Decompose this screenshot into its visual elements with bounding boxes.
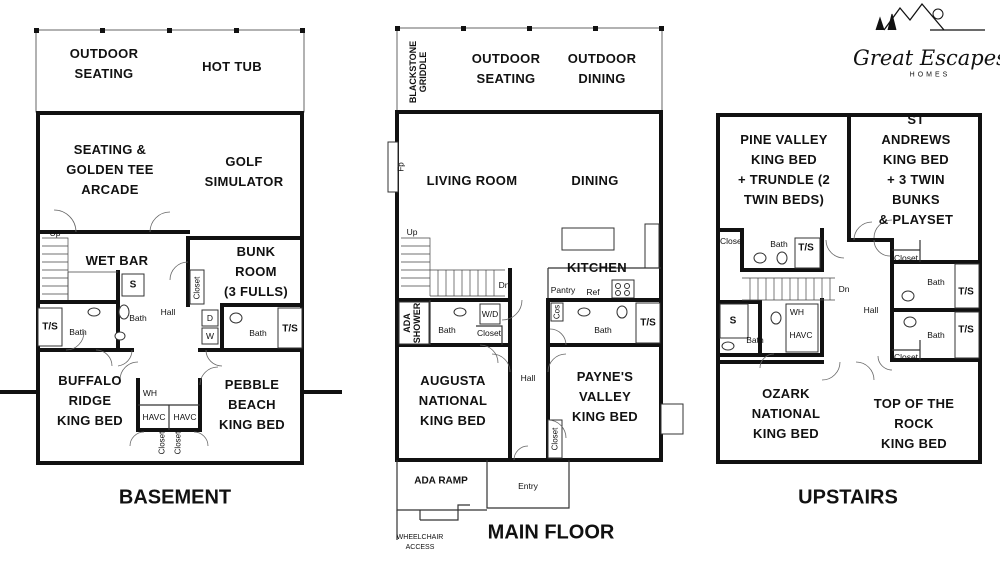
- upstairs-hall-label: Hall: [863, 305, 879, 315]
- basement-title: BASEMENT: [118, 486, 232, 509]
- main-deck: [396, 27, 663, 113]
- upstairs-ts-right-top-label: T/S: [958, 286, 974, 298]
- main-living-room-label: LIVING ROOM: [426, 173, 518, 188]
- main-bath-right-label: Bath: [594, 325, 612, 335]
- upstairs-title: UPSTAIRS: [798, 486, 898, 509]
- upstairs-bath-top-center-label: Bath: [770, 239, 788, 249]
- upstairs-closet-top-right-label: Closet: [893, 253, 919, 263]
- basement-hall-label: Hall: [160, 307, 176, 317]
- main-cos-label: Cos: [552, 304, 562, 320]
- main-up-label: Up: [406, 227, 418, 237]
- basement-havc-left-label: HAVC: [142, 412, 166, 422]
- basement-wh-label: WH: [142, 388, 158, 398]
- main-blackstone-label: BLACKSTONE GRIDDLE: [408, 40, 428, 104]
- basement-deck: [35, 29, 305, 113]
- upstairs-dn-label: Dn: [838, 284, 850, 294]
- basement-ts-left-label: T/S: [42, 321, 58, 333]
- basement-bath-right-label: Bath: [249, 328, 267, 338]
- upstairs-bath-left-label: Bath: [746, 335, 764, 345]
- basement-d-label: D: [206, 313, 214, 323]
- basement-golf-simulator-label: GOLF SIMULATOR: [204, 154, 284, 189]
- basement-buffalo-ridge-label: BUFFALO RIDGE KING BED: [57, 373, 123, 428]
- basement-bunk-room-label: BUNK ROOM (3 FULLS): [223, 244, 289, 299]
- basement-up-label: Up: [49, 228, 61, 238]
- upstairs-closet-top-left-label: Closet: [719, 236, 745, 246]
- basement-ts-right-label: T/S: [282, 323, 298, 335]
- upstairs-ts-top-center-label: T/S: [798, 242, 814, 254]
- basement-bath-left-label: Bath: [69, 327, 87, 337]
- basement-closet-left-label: Closet: [157, 431, 167, 455]
- upstairs-bath-right-top-label: Bath: [927, 277, 945, 287]
- main-outdoor-seating-label: OUTDOOR SEATING: [471, 51, 541, 86]
- upstairs-st-andrews-label: ST ANDREWS KING BED + 3 TWIN BUNKS & PLA…: [878, 112, 954, 227]
- basement-seating-arcade-label: SEATING & GOLDEN TEE ARCADE: [66, 142, 154, 197]
- main-pantry-label: Pantry: [550, 285, 576, 295]
- basement-pebble-beach-label: PEBBLE BEACH KING BED: [219, 377, 285, 432]
- basement-shower-label: S: [129, 279, 137, 291]
- upstairs-top-of-rock-label: TOP OF THE ROCK KING BED: [873, 396, 955, 451]
- basement-hot-tub-label: HOT TUB: [202, 59, 262, 74]
- main-hall-label: Hall: [520, 373, 536, 383]
- basement-closet-bunk-label: Closet: [192, 276, 202, 300]
- main-closet-bottom-label: Closet: [550, 427, 560, 451]
- main-kitchen-label: KITCHEN: [567, 260, 627, 275]
- main-ada-ramp-label: ADA RAMP: [414, 475, 468, 487]
- basement-havc-right-label: HAVC: [173, 412, 197, 422]
- main-floor-plan: [387, 26, 684, 540]
- basement-outdoor-seating-label: OUTDOOR SEATING: [69, 46, 139, 81]
- main-bath-left-label: Bath: [438, 325, 456, 335]
- upstairs-ozark-label: OZARK NATIONAL KING BED: [751, 386, 821, 441]
- upstairs-ts-right-bottom-label: T/S: [958, 324, 974, 336]
- main-ada-shower-label: ADA SHOWER: [402, 302, 422, 344]
- basement-w-label: W: [205, 331, 215, 341]
- main-wheelchair-label: WHEELCHAIR ACCESS: [396, 534, 444, 551]
- main-fireplace-label: Fp: [396, 162, 406, 172]
- main-dining-label: DINING: [571, 173, 619, 188]
- main-augusta-label: AUGUSTA NATIONAL KING BED: [418, 373, 488, 428]
- upstairs-plan: [716, 113, 982, 464]
- main-ref-label: Ref: [586, 287, 600, 297]
- main-closet-mid-label: Closet: [476, 328, 502, 338]
- main-ts-label: T/S: [640, 317, 656, 329]
- main-entry-label: Entry: [518, 481, 538, 491]
- brand-name: Great Escapes: [853, 46, 1000, 70]
- upstairs-pine-valley-label: PINE VALLEY KING BED + TRUNDLE (2 TWIN B…: [737, 132, 831, 207]
- main-dn-label: Dn: [498, 280, 510, 290]
- basement-closet-right-label: Closet: [173, 431, 183, 455]
- upstairs-wh-label: WH: [789, 307, 805, 317]
- brand-logo-art: [875, 2, 985, 31]
- basement-plan: [0, 28, 342, 465]
- upstairs-havc-label: HAVC: [789, 330, 813, 340]
- main-paynes-label: PAYNE'S VALLEY KING BED: [572, 369, 638, 424]
- upstairs-closet-bottom-right-label: Closet: [893, 352, 919, 362]
- basement-wet-bar-label: WET BAR: [85, 253, 149, 268]
- main-outdoor-dining-label: OUTDOOR DINING: [567, 51, 637, 86]
- brand-subtitle: HOMES: [909, 71, 951, 79]
- basement-bath-center-label: Bath: [129, 313, 147, 323]
- upstairs-shower-label: S: [729, 315, 737, 327]
- upstairs-bath-right-bottom-label: Bath: [927, 330, 945, 340]
- main-wd-label: W/D: [481, 309, 499, 319]
- main-floor-title: MAIN FLOOR: [487, 521, 615, 544]
